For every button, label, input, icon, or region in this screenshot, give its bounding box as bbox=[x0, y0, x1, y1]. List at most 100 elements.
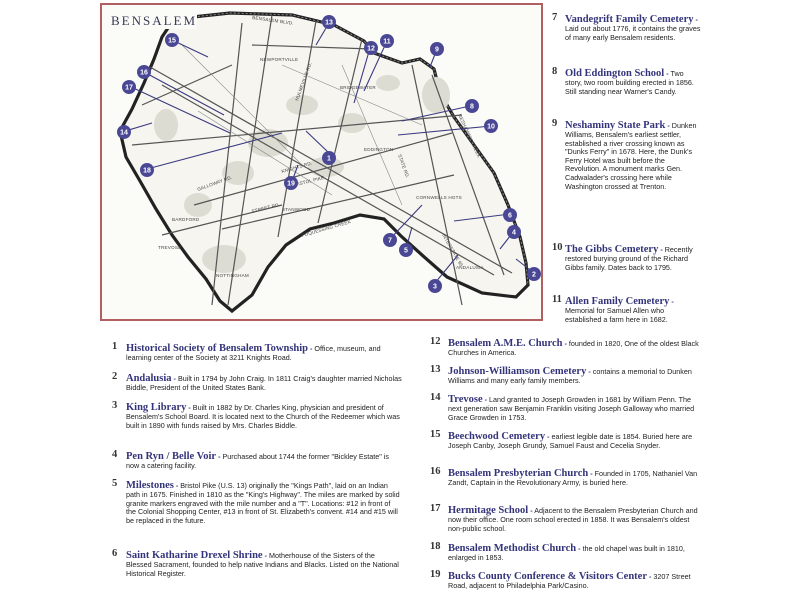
list-item-4: 4 Pen Ryn / Belle Voir - Purchased about… bbox=[112, 449, 389, 470]
entry-description: Memorial for Samuel Allen who establishe… bbox=[565, 306, 668, 324]
svg-text:6: 6 bbox=[508, 213, 512, 220]
map-marker-8[interactable]: 8 bbox=[465, 99, 479, 113]
entry-description: Office, museum, and learning center of t… bbox=[126, 344, 381, 362]
map-marker-9[interactable]: 9 bbox=[430, 42, 444, 56]
map-marker-6[interactable]: 6 bbox=[503, 208, 517, 222]
list-item-2: 2 Andalusia - Built in 1794 by John Crai… bbox=[112, 371, 402, 392]
list-item-11: 11 Allen Family Cemetery - Memorial for … bbox=[552, 294, 674, 324]
list-item-9: 9 Neshaminy State Park - Dunken Williams… bbox=[552, 118, 697, 191]
svg-text:17: 17 bbox=[125, 85, 133, 92]
map-marker-7[interactable]: 7 bbox=[383, 233, 397, 247]
list-item-19: 19 Bucks County Conference & Visitors Ce… bbox=[430, 569, 691, 590]
entry-description: Land granted to Joseph Growden in 1681 b… bbox=[448, 395, 695, 422]
street-label-nottingham: NOTTINGHAM bbox=[216, 273, 249, 278]
svg-text:14: 14 bbox=[120, 130, 128, 137]
entry-title: Old Eddington School bbox=[565, 68, 665, 79]
marker-leader-lines bbox=[121, 22, 535, 284]
list-item-13: 13 Johnson-Williamson Cemetery - contain… bbox=[430, 364, 692, 385]
map-drawing: BENSALEM BLVD. NEWPORTVILLE BRIDGEWATER … bbox=[117, 11, 541, 314]
entry-description: 3207 Street Road, adjacent to Philadelph… bbox=[448, 572, 691, 590]
entry-title: Beechwood Cemetery bbox=[448, 431, 546, 442]
map-marker-19[interactable]: 19 bbox=[284, 176, 298, 190]
map-marker-11[interactable]: 11 bbox=[380, 34, 394, 48]
svg-text:16: 16 bbox=[140, 70, 148, 77]
entry-title: Bensalem Methodist Church bbox=[448, 543, 577, 554]
entry-description: Recently restored burying ground of the … bbox=[565, 245, 693, 272]
street-label-stanwood: STANWOOD bbox=[282, 207, 311, 212]
street-label-newportville: NEWPORTVILLE bbox=[260, 57, 298, 62]
svg-text:11: 11 bbox=[383, 39, 391, 46]
list-item-1: 1 Historical Society of Bensalem Townshi… bbox=[112, 341, 381, 362]
list-item-17: 17 Hermitage School - Adjacent to the Be… bbox=[430, 503, 698, 533]
svg-text:3: 3 bbox=[433, 284, 437, 291]
svg-text:19: 19 bbox=[287, 181, 295, 188]
entry-title: Bensalem A.M.E. Church bbox=[448, 338, 563, 349]
entry-description: Built in 1794 by John Craig. In 1811 Cra… bbox=[126, 374, 402, 392]
wooded-areas bbox=[154, 75, 450, 273]
entry-title: King Library bbox=[126, 402, 187, 413]
svg-text:9: 9 bbox=[435, 47, 439, 54]
list-item-6: 6 Saint Katharine Drexel Shrine - Mother… bbox=[112, 548, 399, 578]
list-item-15: 15 Beechwood Cemetery - earliest legible… bbox=[430, 429, 693, 450]
svg-text:5: 5 bbox=[404, 248, 408, 255]
list-item-8: 8 Old Eddington School - Two story, two … bbox=[552, 66, 694, 96]
list-item-18: 18 Bensalem Methodist Church - the old c… bbox=[430, 541, 685, 562]
street-label-bensalem-blvd: BENSALEM BLVD. bbox=[252, 15, 294, 26]
map-title: Bensalem bbox=[111, 13, 198, 29]
map-marker-10[interactable]: 10 bbox=[484, 119, 498, 133]
map-marker-18[interactable]: 18 bbox=[140, 163, 154, 177]
svg-text:7: 7 bbox=[388, 238, 392, 245]
entry-title: Bensalem Presbyterian Church bbox=[448, 468, 589, 479]
svg-text:18: 18 bbox=[143, 168, 151, 175]
entry-description: Motherhouse of the Sisters of the Blesse… bbox=[126, 551, 399, 578]
svg-text:13: 13 bbox=[325, 20, 333, 27]
entry-title: The Gibbs Cemetery bbox=[565, 244, 659, 255]
svg-text:8: 8 bbox=[470, 104, 474, 111]
svg-text:2: 2 bbox=[532, 272, 536, 279]
entry-description: Dunken Williams, Bensalem's earliest set… bbox=[565, 121, 697, 191]
map-marker-1[interactable]: 1 bbox=[322, 151, 336, 165]
svg-text:12: 12 bbox=[367, 46, 375, 53]
list-item-12: 12 Bensalem A.M.E. Church - founded in 1… bbox=[430, 336, 699, 357]
list-item-14: 14 Trevose - Land granted to Joseph Grow… bbox=[430, 392, 695, 422]
entry-title: Historical Society of Bensalem Township bbox=[126, 343, 309, 354]
entry-title: Saint Katharine Drexel Shrine bbox=[126, 550, 263, 561]
entry-description: Two story, two room building erected in … bbox=[565, 69, 694, 96]
entry-title: Trevose bbox=[448, 394, 483, 405]
map-marker-16[interactable]: 16 bbox=[137, 65, 151, 79]
map-marker-14[interactable]: 14 bbox=[117, 125, 131, 139]
street-label-cornwells: CORNWELLS HGTS bbox=[416, 195, 462, 200]
township-map: BENSALEM BLVD. NEWPORTVILLE BRIDGEWATER … bbox=[100, 3, 543, 321]
svg-text:10: 10 bbox=[487, 124, 495, 131]
entry-title: Vandegrift Family Cemetery bbox=[565, 14, 694, 25]
map-marker-13[interactable]: 13 bbox=[322, 15, 336, 29]
entry-description: Founded in 1705, Nathaniel Van Zandt, Ca… bbox=[448, 469, 698, 487]
map-marker-12[interactable]: 12 bbox=[364, 41, 378, 55]
street-label-eddington: EDDINGTON bbox=[364, 147, 393, 152]
entry-title: Bucks County Conference & Visitors Cente… bbox=[448, 571, 647, 582]
list-item-3: 3 King Library - Built in 1882 by Dr. Ch… bbox=[112, 400, 400, 430]
entry-description: Purchased about 1744 the former "Bickley… bbox=[126, 452, 389, 470]
entry-title: Neshaminy State Park bbox=[565, 120, 666, 131]
entry-description: Bristol Pike (U.S. 13) originally the "K… bbox=[126, 481, 400, 525]
map-marker-5[interactable]: 5 bbox=[399, 243, 413, 257]
entry-description: Laid out about 1776, it contains the gra… bbox=[565, 24, 701, 42]
map-marker-4[interactable]: 4 bbox=[507, 225, 521, 239]
list-item-5: 5 Milestones - Bristol Pike (U.S. 13) or… bbox=[112, 478, 400, 525]
entry-title: Andalusia bbox=[126, 373, 172, 384]
map-marker-15[interactable]: 15 bbox=[165, 33, 179, 47]
street-label-andalusia: ANDALUSIA bbox=[456, 265, 485, 270]
entry-title: Hermitage School bbox=[448, 505, 529, 516]
entry-title: Pen Ryn / Belle Voir bbox=[126, 451, 217, 462]
entry-description: contains a memorial to Dunken Williams a… bbox=[448, 367, 692, 385]
entry-description: the old chapel was built in 1810, enlarg… bbox=[448, 544, 685, 562]
map-marker-3[interactable]: 3 bbox=[428, 279, 442, 293]
map-marker-17[interactable]: 17 bbox=[122, 80, 136, 94]
street-label-street-rd: STREET RD. bbox=[251, 202, 281, 214]
entry-title: Johnson-Williamson Cemetery bbox=[448, 366, 587, 377]
entry-title: Milestones bbox=[126, 480, 174, 491]
map-marker-2[interactable]: 2 bbox=[527, 267, 541, 281]
entry-title: Allen Family Cemetery bbox=[565, 296, 670, 307]
street-label-bardford: BARDFORD bbox=[172, 217, 200, 222]
list-item-7: 7 Vandegrift Family Cemetery - Laid out … bbox=[552, 12, 701, 42]
